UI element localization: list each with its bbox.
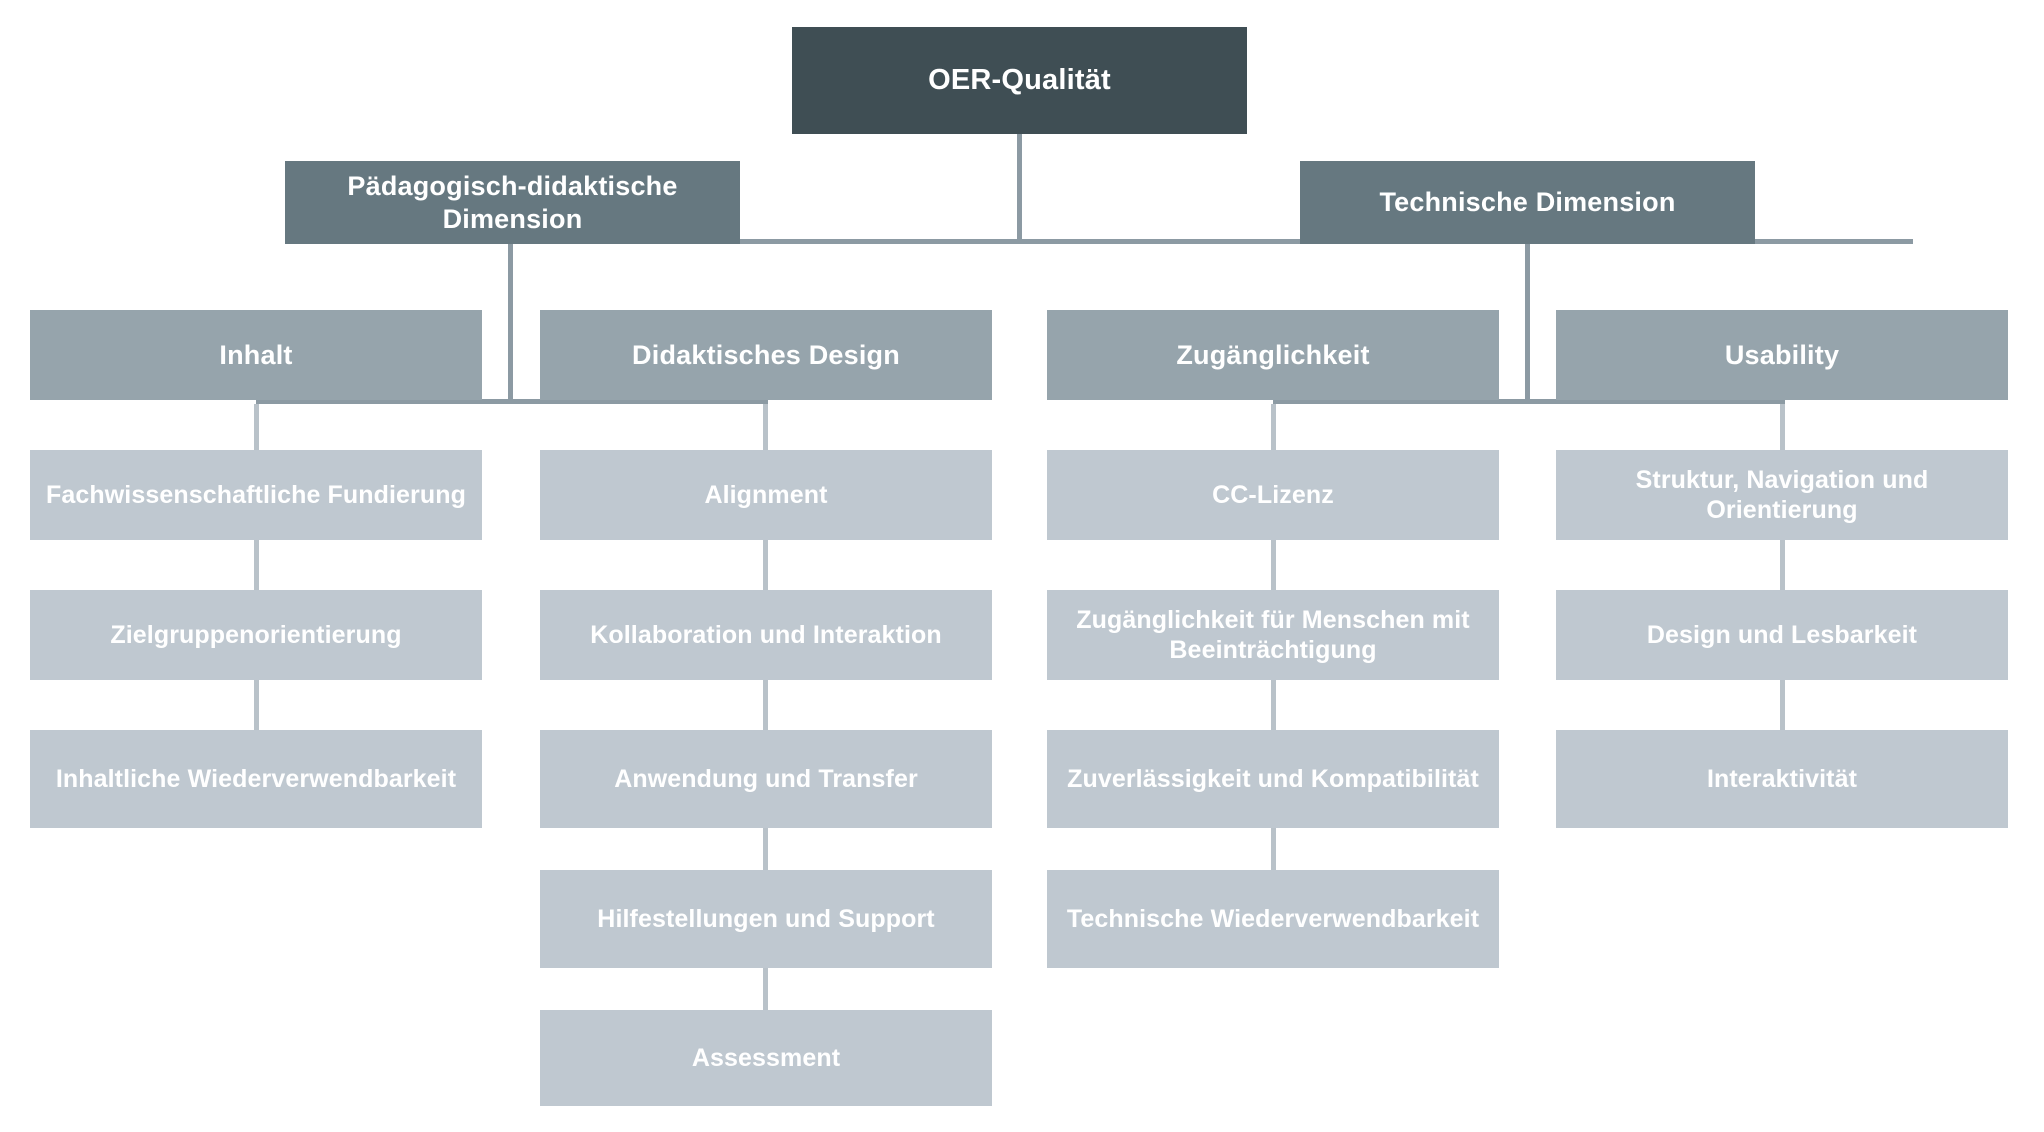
node-leaf-design-und-lesbarkeit[interactable]: Design und Lesbarkeit <box>1556 590 2008 680</box>
node-leaf-zuverlaessigkeit-und-kompatibilitaet[interactable]: Zuverlässigkeit und Kompatibilität <box>1047 730 1499 828</box>
node-dimension-paedagogisch-didaktisch[interactable]: Pädagogisch-didaktische Dimension <box>285 161 740 244</box>
node-leaf-inhaltliche-wiederverwendbarkeit[interactable]: Inhaltliche Wiederverwendbarkeit <box>30 730 482 828</box>
node-label: CC-Lizenz <box>1212 480 1334 509</box>
node-label: Hilfestellungen und Support <box>597 904 935 933</box>
node-leaf-technische-wiederverwendbarkeit[interactable]: Technische Wiederverwendbarkeit <box>1047 870 1499 968</box>
connector-root-stem <box>1017 134 1022 243</box>
node-label: Fachwissenschaftliche Fundierung <box>46 480 466 509</box>
node-leaf-alignment[interactable]: Alignment <box>540 450 992 540</box>
node-leaf-hilfestellungen-und-support[interactable]: Hilfestellungen und Support <box>540 870 992 968</box>
node-category-zugaenglichkeit[interactable]: Zugänglichkeit <box>1047 310 1499 400</box>
node-category-inhalt[interactable]: Inhalt <box>30 310 482 400</box>
node-leaf-zielgruppenorientierung[interactable]: Zielgruppenorientierung <box>30 590 482 680</box>
node-label: Technische Wiederverwendbarkeit <box>1066 904 1480 933</box>
node-leaf-anwendung-und-transfer[interactable]: Anwendung und Transfer <box>540 730 992 828</box>
node-label: Pädagogisch-didaktische Dimension <box>347 170 678 234</box>
connector-dimension-bar <box>508 239 1913 244</box>
node-leaf-zugaenglichkeit-fuer-menschen-mit-beeintraechtigung[interactable]: Zugänglichkeit für Menschen mit Beeinträ… <box>1047 590 1499 680</box>
node-leaf-struktur-navigation-und-orientierung[interactable]: Struktur, Navigation und Orientierung <box>1556 450 2008 540</box>
node-label: Technische Dimension <box>1379 187 1676 218</box>
node-label: Zuverlässigkeit und Kompatibilität <box>1067 764 1479 793</box>
node-label: Inhalt <box>219 339 293 370</box>
connector-dim-right-stem <box>1525 244 1530 404</box>
node-label: Kollaboration und Interaktion <box>590 620 942 649</box>
node-leaf-interaktivitaet[interactable]: Interaktivität <box>1556 730 2008 828</box>
node-leaf-kollaboration-und-interaktion[interactable]: Kollaboration und Interaktion <box>540 590 992 680</box>
node-label: Struktur, Navigation und Orientierung <box>1635 465 1929 525</box>
node-label: Alignment <box>704 480 828 509</box>
node-label: Design und Lesbarkeit <box>1646 620 1918 649</box>
node-root-oer-qualitaet[interactable]: OER-Qualität <box>792 27 1247 134</box>
node-label: Inhaltliche Wiederverwendbarkeit <box>55 764 457 793</box>
connector-dim-left-stem <box>508 244 513 404</box>
node-label: Zugänglichkeit für Menschen mit Beeinträ… <box>1076 605 1470 665</box>
connector-spine-zugaenglichkeit <box>1271 404 1276 968</box>
node-dimension-technisch[interactable]: Technische Dimension <box>1300 161 1755 244</box>
node-label: Zielgruppenorientierung <box>110 620 402 649</box>
node-label: Anwendung und Transfer <box>614 764 918 793</box>
node-label: Assessment <box>691 1043 841 1072</box>
node-label: OER-Qualität <box>928 63 1111 96</box>
node-label: Usability <box>1724 339 1840 370</box>
node-label: Didaktisches Design <box>632 339 900 370</box>
connector-category-bar-right <box>1273 399 1785 404</box>
node-label: Zugänglichkeit <box>1176 339 1370 370</box>
node-leaf-cc-lizenz[interactable]: CC-Lizenz <box>1047 450 1499 540</box>
node-leaf-assessment[interactable]: Assessment <box>540 1010 992 1106</box>
node-leaf-fachwissenschaftliche-fundierung[interactable]: Fachwissenschaftliche Fundierung <box>30 450 482 540</box>
node-category-usability[interactable]: Usability <box>1556 310 2008 400</box>
node-category-didaktisches-design[interactable]: Didaktisches Design <box>540 310 992 400</box>
node-label: Interaktivität <box>1706 764 1858 793</box>
connector-category-bar-left <box>256 399 768 404</box>
